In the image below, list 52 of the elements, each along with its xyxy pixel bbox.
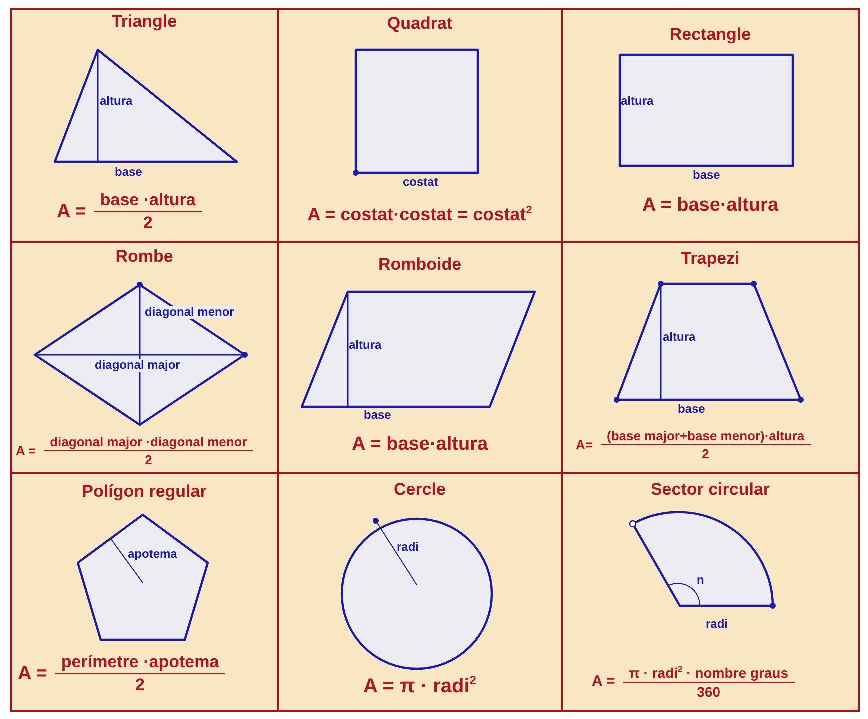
shape-title: Rectangle <box>670 25 752 45</box>
fraction-numerator: perímetre ·apotema <box>55 652 226 674</box>
formula-lhs: A = <box>57 201 86 223</box>
measure-label: base <box>115 166 142 179</box>
fraction-denominator: 2 <box>136 674 146 696</box>
shape-card <box>10 241 279 474</box>
measure-label: radi <box>706 618 728 631</box>
formula-lhs: A = <box>16 444 36 458</box>
measure-label: altura <box>621 95 654 108</box>
formula-lhs: A = <box>18 663 48 685</box>
shape-title: Sector circular <box>650 480 770 500</box>
fraction-denominator: 2 <box>145 452 152 468</box>
measure-label: apotema <box>128 548 178 561</box>
measure-label: altura <box>663 331 696 344</box>
fraction-numerator: π · radi$^{2}$ · nombre graus <box>623 664 795 683</box>
measure-label: diagonal menor <box>144 306 236 319</box>
shape-title: Cercle <box>394 480 446 500</box>
fraction-denominator: 360 <box>697 682 721 700</box>
fraction-denominator: 2 <box>702 446 710 462</box>
shape-card <box>10 8 279 243</box>
shape-card <box>561 8 860 243</box>
measure-label: base <box>693 169 720 182</box>
formula-lhs: A= <box>576 438 593 452</box>
area-formula: A = base·altura <box>642 195 779 217</box>
measure-label: costat <box>403 176 438 189</box>
shape-card <box>10 472 279 712</box>
fraction-numerator: (base major+base menor)·altura <box>600 428 811 446</box>
measure-label: base <box>364 409 392 422</box>
fraction-denominator: 2 <box>143 212 153 234</box>
shape-card <box>561 241 860 474</box>
shape-title: Triangle <box>112 12 178 32</box>
shape-card <box>277 241 563 474</box>
measure-label: altura <box>100 95 133 108</box>
area-formula: A = base·altura <box>352 434 488 456</box>
shape-title: Romboide <box>378 255 462 275</box>
measure-label: altura <box>349 339 382 352</box>
shape-title: Polígon regular <box>82 482 207 502</box>
area-formula: A = costat·costat = costat$^{2}$ <box>308 204 532 226</box>
shape-title: Rombe <box>116 247 174 267</box>
shape-title: Trapezi <box>681 249 740 269</box>
measure-label: n <box>697 574 704 587</box>
shape-card <box>561 472 860 712</box>
shape-card <box>277 472 563 712</box>
measure-label: diagonal major <box>94 359 182 372</box>
measure-label: radi <box>397 541 420 554</box>
formula-lhs: A = <box>592 674 616 690</box>
fraction-numerator: diagonal major ·diagonal menor <box>44 434 254 452</box>
area-formula: A = π · radi$^{2}$ <box>364 674 476 698</box>
measure-label: base <box>678 403 706 416</box>
shape-card <box>277 8 563 243</box>
shape-title: Quadrat <box>387 14 453 34</box>
fraction-numerator: base ·altura <box>94 190 202 212</box>
